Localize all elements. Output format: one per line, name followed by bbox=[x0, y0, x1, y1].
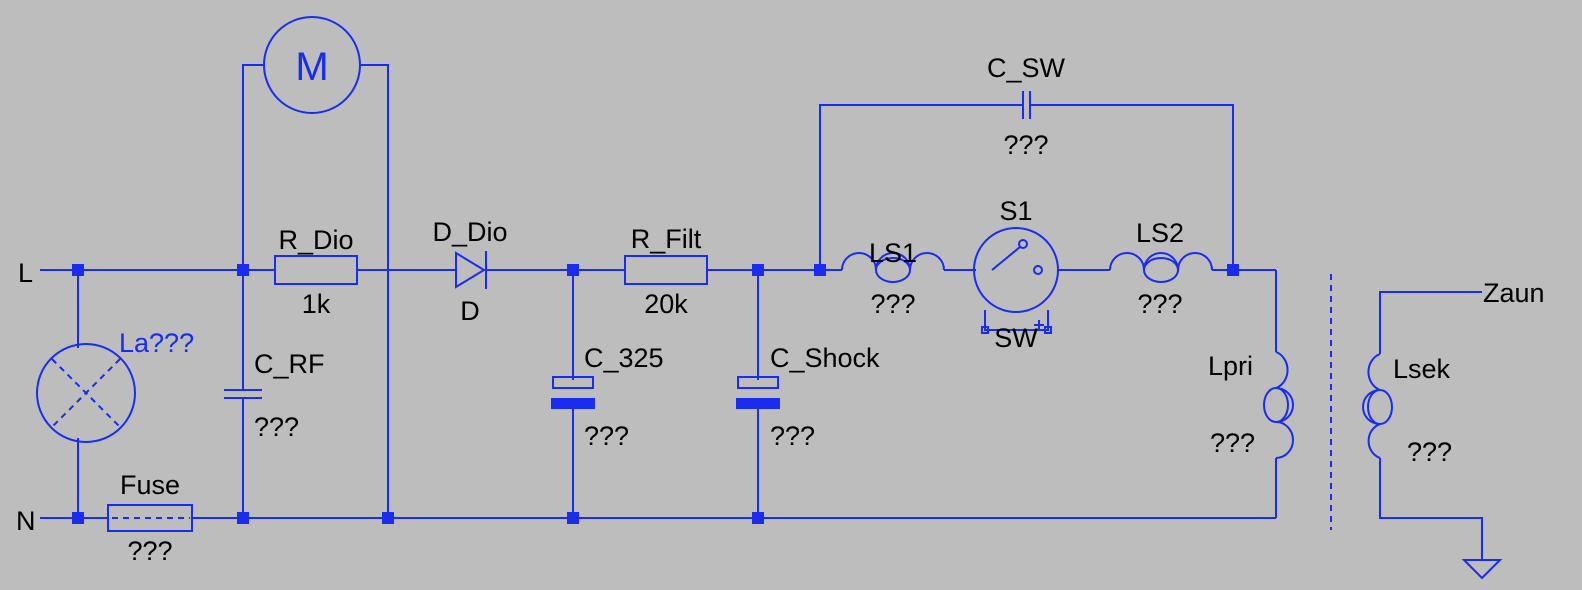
net-label-fence: Zaun bbox=[1483, 278, 1545, 308]
fuse-value: ??? bbox=[127, 536, 172, 566]
resistor-r-filt: R_Filt 20k bbox=[624, 224, 708, 319]
inductor-lpri: Lpri ??? bbox=[1208, 351, 1294, 459]
c-sw-value: ??? bbox=[1003, 130, 1048, 160]
ls2-name: LS2 bbox=[1136, 218, 1184, 248]
capacitor-icon bbox=[1022, 91, 1031, 119]
c-rf-value: ??? bbox=[254, 412, 299, 442]
capacitor-c-shock: C_Shock ??? bbox=[736, 343, 880, 451]
switch-s1: S1 SW bbox=[973, 196, 1059, 353]
junction-dots bbox=[72, 264, 1239, 524]
inductor-ls1: LS1 ??? bbox=[841, 238, 945, 319]
s1-value: SW bbox=[994, 323, 1038, 353]
polarized-capacitor-icon bbox=[551, 376, 595, 409]
wires bbox=[40, 64, 1483, 560]
lsek-name: Lsek bbox=[1393, 354, 1451, 384]
fuse-icon bbox=[107, 504, 193, 532]
ground-icon bbox=[1461, 559, 1503, 580]
net-label-line: L bbox=[18, 258, 33, 288]
resistor-icon bbox=[274, 255, 358, 285]
resistor-r-dio: R_Dio 1k bbox=[274, 225, 358, 319]
diode-icon bbox=[455, 251, 487, 289]
inductor-icon bbox=[1362, 353, 1393, 459]
motor: M bbox=[263, 16, 361, 114]
fuse-name: Fuse bbox=[120, 470, 180, 500]
net-label-neutral: N bbox=[16, 506, 36, 536]
c-325-name: C_325 bbox=[584, 343, 664, 373]
r-filt-name: R_Filt bbox=[631, 224, 702, 254]
ls1-value: ??? bbox=[870, 289, 915, 319]
polarized-capacitor-icon bbox=[736, 376, 780, 409]
capacitor-c-rf: C_RF ??? bbox=[224, 349, 325, 442]
inductor-icon bbox=[1263, 351, 1294, 459]
lpri-name: Lpri bbox=[1208, 351, 1253, 381]
inductor-ls2: LS2 ??? bbox=[1109, 218, 1213, 319]
lsek-value: ??? bbox=[1407, 437, 1452, 467]
motor-letter: M bbox=[295, 45, 328, 89]
d-dio-value: D bbox=[460, 296, 480, 326]
r-filt-value: 20k bbox=[644, 289, 688, 319]
inductor-icon bbox=[841, 252, 945, 283]
lpri-value: ??? bbox=[1210, 428, 1255, 458]
d-dio-name: D_Dio bbox=[432, 217, 507, 247]
capacitor-c-sw: C_SW ??? bbox=[987, 53, 1066, 160]
c-sw-name: C_SW bbox=[987, 53, 1066, 83]
inductor-icon bbox=[1109, 252, 1213, 283]
c-shock-value: ??? bbox=[770, 421, 815, 451]
lamp-name: La??? bbox=[119, 328, 194, 358]
resistor-icon bbox=[624, 255, 708, 285]
c-rf-name: C_RF bbox=[254, 349, 325, 379]
capacitor-icon bbox=[224, 389, 262, 399]
r-dio-name: R_Dio bbox=[278, 225, 353, 255]
fuse: Fuse ??? bbox=[107, 470, 193, 566]
lamp: La??? bbox=[36, 328, 194, 443]
motor-icon bbox=[263, 16, 361, 114]
lamp-icon bbox=[36, 343, 136, 443]
inductor-lsek: Lsek ??? bbox=[1362, 353, 1452, 467]
r-dio-value: 1k bbox=[302, 289, 331, 319]
ls2-value: ??? bbox=[1137, 289, 1182, 319]
c-325-value: ??? bbox=[584, 421, 629, 451]
diode-d-dio: D_Dio D bbox=[432, 217, 507, 326]
ls1-name: LS1 bbox=[869, 238, 917, 268]
switch-icon bbox=[973, 227, 1059, 334]
c-shock-name: C_Shock bbox=[770, 343, 880, 373]
capacitor-c-325: C_325 ??? bbox=[551, 343, 664, 451]
s1-name: S1 bbox=[999, 196, 1032, 226]
